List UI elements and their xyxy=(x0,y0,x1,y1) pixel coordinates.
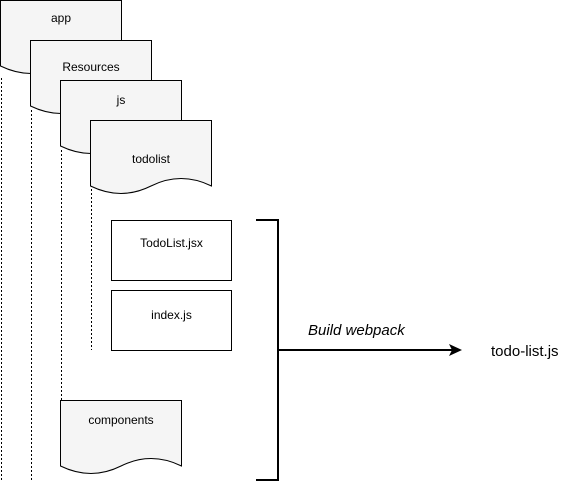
file-index-js-label: index.js xyxy=(151,308,192,322)
folder-todolist-shape xyxy=(90,120,212,194)
folder-components: components xyxy=(60,400,182,474)
build-bracket xyxy=(256,219,279,481)
output-todo-list-js: todo-list.js xyxy=(491,343,559,360)
build-webpack-label: Build webpack xyxy=(308,322,406,339)
file-todolist-jsx-box xyxy=(111,220,232,281)
folder-todolist: todolist xyxy=(90,120,212,194)
folder-components-label: components xyxy=(88,413,153,427)
file-index-js: index.js xyxy=(111,290,232,351)
build-arrow-head xyxy=(449,344,462,356)
folder-app-label: app xyxy=(51,11,71,25)
file-todolist-jsx: TodoList.jsx xyxy=(111,220,232,281)
folder-resources-label: Resources xyxy=(62,60,119,74)
file-index-js-box xyxy=(111,290,232,351)
folder-js-label: js xyxy=(116,93,126,107)
folder-components-shape xyxy=(60,400,182,474)
folder-todolist-label: todolist xyxy=(132,152,171,166)
file-todolist-jsx-label: TodoList.jsx xyxy=(140,236,203,250)
